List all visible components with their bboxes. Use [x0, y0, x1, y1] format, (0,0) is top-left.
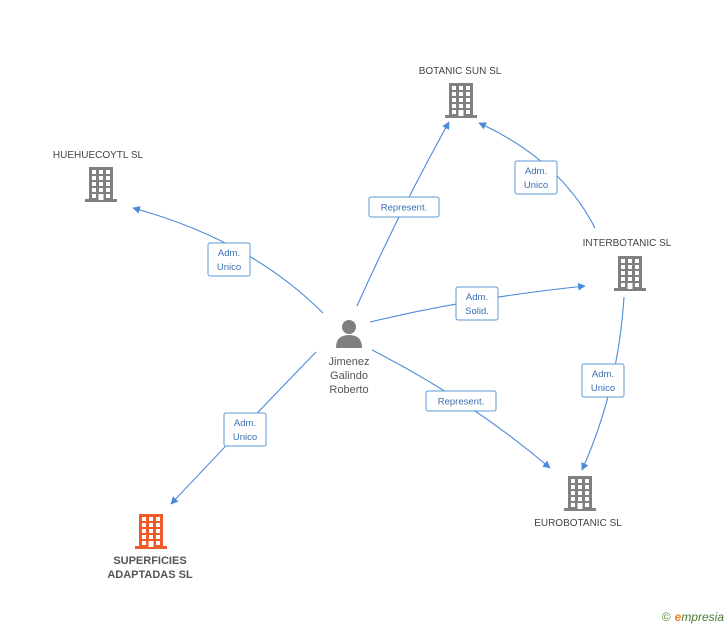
building-icon	[135, 514, 167, 549]
edge-label-interbotanic-eurobotanic: Adm. Unico	[581, 363, 625, 398]
building-icon	[85, 167, 117, 202]
edge-label-text: Represent.	[438, 397, 484, 408]
building-icon	[614, 256, 646, 291]
edge-label-box	[514, 160, 558, 195]
edge-label-text: Adm.	[466, 292, 488, 303]
edge-label-box	[368, 196, 440, 218]
edge-label-box	[425, 390, 497, 412]
node-label: Roberto	[329, 384, 368, 396]
edge-label-interbotanic-botanic_sun: Adm. Unico	[514, 160, 558, 195]
building-icon	[564, 476, 596, 511]
brand-name: mpresia	[681, 610, 724, 624]
person-icon	[336, 320, 362, 348]
node-superficies[interactable]: SUPERFICIES ADAPTADAS SL	[107, 514, 193, 581]
edge-label-text: Solid.	[465, 306, 489, 317]
node-botanic_sun[interactable]: BOTANIC SUN SL	[419, 66, 502, 118]
node-label: EUROBOTANIC SL	[534, 518, 622, 529]
edge-label-box	[455, 286, 499, 321]
edge-label-person-huehuecoytl: Adm. Unico	[207, 242, 251, 277]
node-eurobotanic[interactable]: EUROBOTANIC SL	[534, 476, 622, 529]
edge-label-text: Unico	[233, 432, 257, 443]
node-label: INTERBOTANIC SL	[583, 238, 672, 249]
node-label: Galindo	[330, 370, 368, 382]
edge-label-person-superficies: Adm. Unico	[223, 412, 267, 447]
edge-label-text: Adm.	[218, 248, 240, 259]
node-interbotanic[interactable]: INTERBOTANIC SL	[583, 238, 672, 291]
edge-labels-layer: Adm.UnicoRepresent.Adm.UnicoAdm.Solid.Ad…	[207, 160, 625, 447]
edge-label-text: Represent.	[381, 203, 427, 214]
edge-label-box	[581, 363, 625, 398]
edge-label-person-eurobotanic: Represent.	[425, 390, 497, 412]
edge-label-box	[223, 412, 267, 447]
edge-label-text: Adm.	[234, 418, 256, 429]
edge-label-box	[207, 242, 251, 277]
node-label: SUPERFICIES	[113, 555, 186, 567]
edge-label-text: Unico	[217, 262, 241, 273]
brand-initial: e	[674, 610, 682, 624]
nodes-layer: BOTANIC SUN SL HUEHUECOYTL SL INTERBOTANIC…	[53, 66, 672, 581]
node-huehuecoytl[interactable]: HUEHUECOYTL SL	[53, 150, 144, 202]
edge-label-text: Unico	[591, 383, 615, 394]
copyright-symbol: ©	[661, 610, 671, 624]
edge-label-person-botanic_sun: Represent.	[368, 196, 440, 218]
footer-brand: ©empresia	[662, 610, 724, 624]
edge-label-text: Adm.	[592, 369, 614, 380]
node-label: HUEHUECOYTL SL	[53, 150, 144, 161]
edge-label-person-interbotanic: Adm. Solid.	[455, 286, 499, 321]
building-icon	[445, 83, 477, 118]
node-label: ADAPTADAS SL	[107, 569, 193, 581]
node-label: BOTANIC SUN SL	[419, 66, 502, 77]
edge-label-text: Adm.	[525, 166, 547, 177]
node-label: Jimenez	[329, 356, 370, 368]
edge-label-text: Unico	[524, 180, 548, 191]
